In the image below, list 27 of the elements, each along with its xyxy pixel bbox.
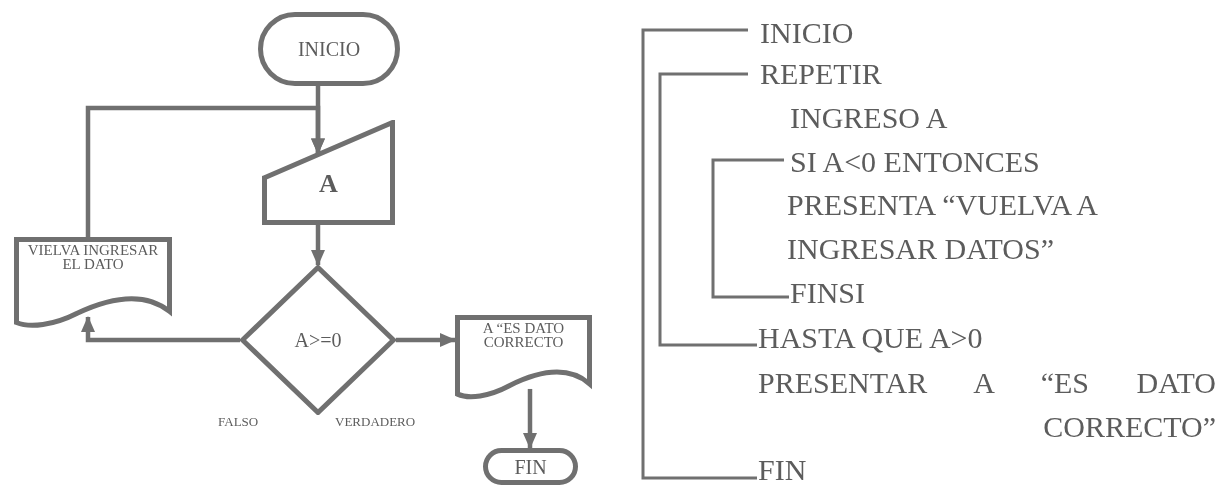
arrow [85,105,325,237]
arrow [81,316,240,343]
decision-diamond [240,265,396,415]
pseudocode-line: INGRESO A [790,100,948,136]
node-label: INICIO [297,37,361,62]
pseudocode-line: PRESENTAR A “ES DATO CORRECTO” [758,365,1216,445]
node-label: A>=0 [294,328,342,353]
pseudocode-line: FIN [758,452,807,488]
pseudocode-line: HASTA QUE A>0 [758,320,983,356]
pseudocode-line: INICIO [760,15,854,51]
arrow [396,333,456,347]
branch-label: FALSO [218,413,259,431]
arrow [523,388,537,449]
pseudocode-line: PRESENTA “VUELVA A INGRESAR DATOS” [787,187,1098,267]
terminal-box [483,448,578,485]
arrow [311,225,325,266]
node-label: FIN [514,454,547,480]
pseudocode-line: SI A<0 ENTONCES [790,144,1040,180]
branch-label: VERDADERO [335,413,416,431]
node-label: VIELVA INGRESAR EL DATO [26,243,160,272]
document-box [14,237,172,330]
manual-input-box [262,120,395,225]
document-box [455,315,592,401]
node-label: A [319,168,338,200]
pseudocode-line: FINSI [790,275,865,311]
pseudocode-line: REPETIR [760,56,882,92]
node-label: A “ES DATO CORRECTO [481,321,566,350]
